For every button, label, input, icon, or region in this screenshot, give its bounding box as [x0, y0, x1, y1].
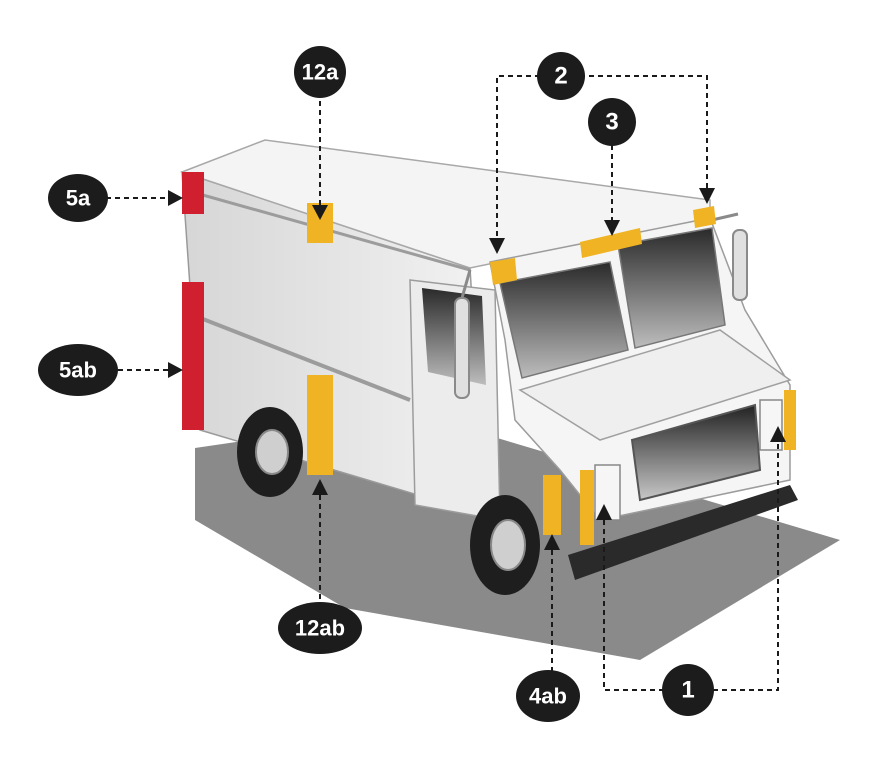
badge-5a: 5a: [48, 174, 108, 222]
amber-tape-roof-center: [580, 228, 642, 258]
grille: [630, 403, 762, 502]
red-tape-lower-rear: [182, 282, 204, 430]
badge-4ab-label: 4ab: [529, 684, 567, 709]
windshield-left: [499, 261, 629, 379]
amber-tape-front-fender: [543, 475, 561, 535]
mirror-arm: [460, 269, 472, 299]
headlight-left: [594, 464, 621, 521]
leader-2: [496, 75, 708, 245]
front-bumper: [568, 485, 798, 580]
arrow-2-right: [699, 188, 715, 204]
amber-tape-side-lower: [307, 375, 333, 475]
badge-2-label: 2: [554, 63, 567, 90]
badge-1-label: 1: [681, 677, 694, 704]
hood: [518, 329, 792, 441]
arrow-1-left: [596, 504, 612, 520]
arrow-5a: [168, 190, 183, 206]
arrow-3: [604, 220, 620, 236]
headlight-right: [759, 399, 783, 451]
badge-12ab-label: 12ab: [295, 616, 345, 641]
arrow-1-right: [770, 426, 786, 442]
amber-tape-front-corner: [784, 390, 796, 450]
amber-tape-roof-right: [693, 206, 716, 228]
arrow-4ab: [544, 534, 560, 550]
badge-3-label: 3: [605, 109, 618, 136]
badge-4ab: 4ab: [516, 670, 580, 722]
badge-5ab: 5ab: [38, 344, 118, 396]
badge-2: 2: [537, 52, 585, 100]
arrow-12a: [312, 205, 328, 220]
badge-5a-label: 5a: [66, 186, 91, 211]
right-mirror-arm: [711, 212, 739, 222]
arrow-2-left: [489, 238, 505, 254]
badge-3: 3: [588, 98, 636, 146]
red-tape-upper-rear: [182, 172, 204, 214]
rear-wheel: [237, 407, 303, 497]
amber-tape-bumper-left: [580, 470, 594, 545]
badge-5ab-label: 5ab: [59, 358, 97, 383]
front-wheel: [470, 495, 540, 595]
badge-12a: 12a: [294, 46, 346, 98]
body-side-rail: [184, 310, 411, 402]
side-mirror: [454, 297, 470, 399]
arrow-5ab: [168, 362, 183, 378]
badge-1: 1: [662, 664, 714, 716]
right-mirror: [732, 229, 748, 301]
arrow-12ab: [312, 479, 328, 495]
badge-12ab: 12ab: [278, 602, 362, 654]
windshield-right: [617, 227, 726, 349]
badge-12a-label: 12a: [302, 60, 339, 85]
amber-tape-roof-left: [490, 258, 517, 285]
